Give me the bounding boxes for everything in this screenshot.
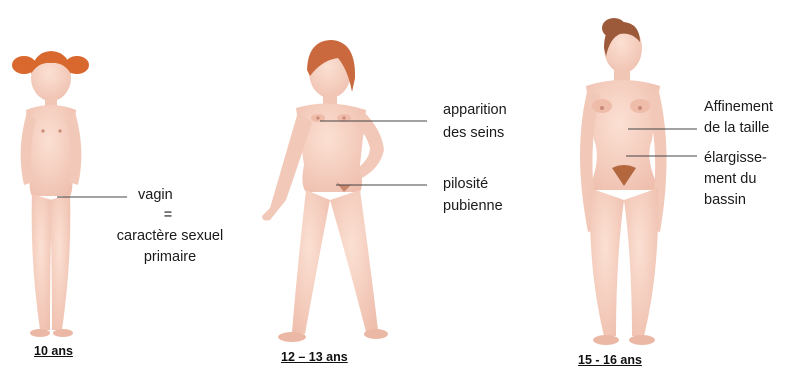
figure-child (12, 51, 89, 337)
label-caractere-line2: primaire (90, 247, 250, 268)
teen-leg-left (292, 190, 330, 334)
adult-leg-right (624, 188, 658, 336)
adult-leg-left (590, 188, 624, 336)
teen-torso (296, 103, 366, 192)
label-vagin: vagin (138, 185, 173, 206)
label-elargissement-line3: bassin (704, 190, 746, 211)
label-affinement-line2: de la taille (704, 118, 769, 139)
label-pilosite-line1: pilosité (443, 174, 488, 195)
age-caption-adult: 15 - 16 ans (578, 353, 642, 367)
label-pilosite-line2: pubienne (443, 196, 503, 217)
label-elargissement-line2: ment du (704, 169, 756, 190)
label-elargissement-line1: élargisse- (704, 148, 767, 169)
label-caractere-line1: caractère sexuel (90, 226, 250, 247)
teen-leg-right (330, 190, 378, 332)
child-leg-left (32, 194, 52, 330)
label-affinement-line1: Affinement (704, 97, 773, 118)
label-apparition-line1: apparition (443, 100, 507, 121)
age-caption-teen: 12 – 13 ans (281, 350, 348, 364)
figure-adult (580, 18, 667, 345)
label-apparition-line2: des seins (443, 123, 504, 144)
child-leg-right (50, 194, 70, 330)
age-caption-child: 10 ans (34, 344, 73, 358)
label-equals: = (158, 205, 178, 226)
figure-teen (262, 40, 388, 342)
